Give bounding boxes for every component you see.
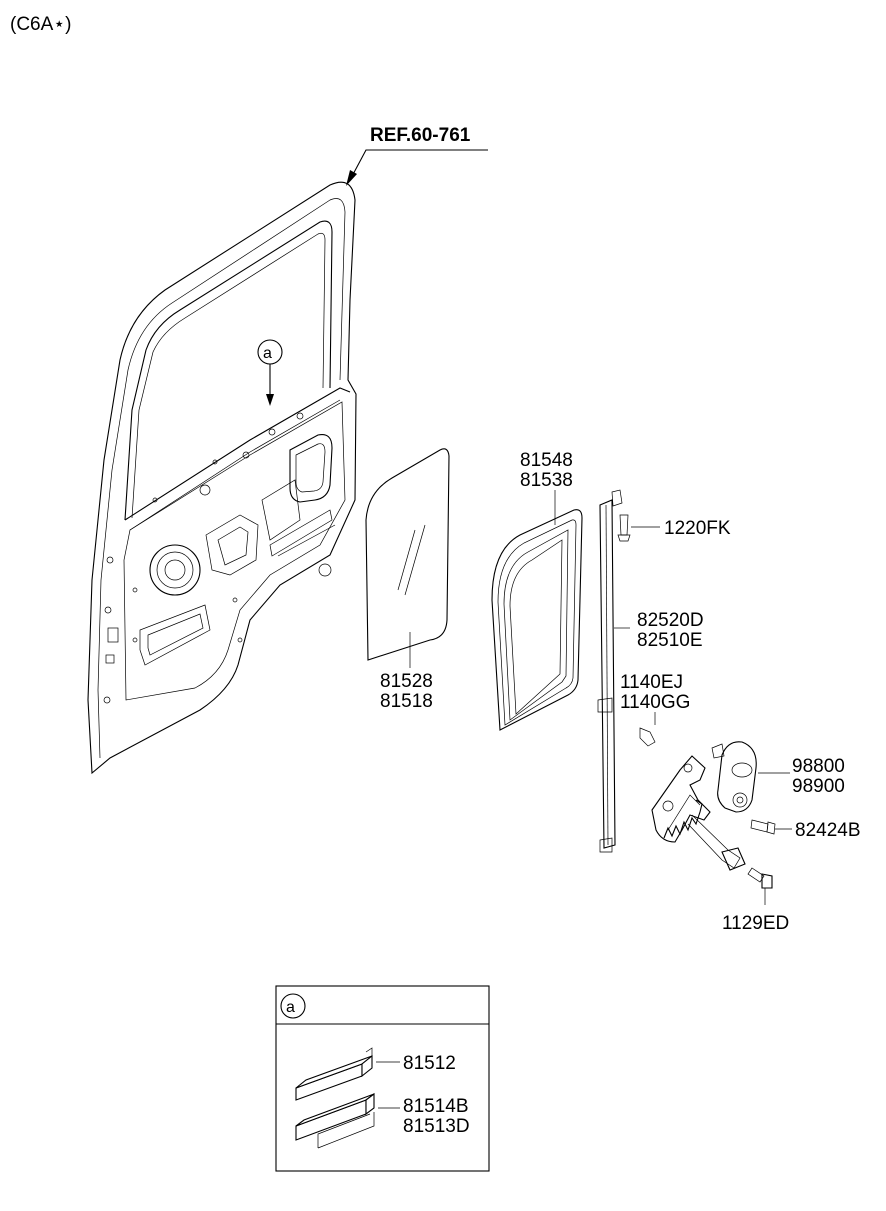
run-channel-label-2: 81538	[520, 470, 573, 491]
run-channel-label-1: 81548	[520, 450, 573, 471]
bolt-rail-label-2: 1140GG	[620, 692, 690, 713]
detail-box: a	[275, 985, 490, 1172]
detail-item-2: 81514B	[403, 1096, 469, 1117]
screw-top	[617, 514, 660, 542]
strip-81514b	[295, 1092, 375, 1149]
guide-rail	[597, 489, 623, 853]
bolt-lower-label: 1129ED	[722, 913, 789, 934]
bolt-regulator-label: 82424B	[795, 820, 861, 841]
ref-callout: REF.60-761	[346, 125, 488, 186]
bolt-rail	[639, 712, 656, 747]
ref-label: REF.60-761	[370, 125, 471, 146]
regulator-label-1: 98800	[792, 756, 845, 777]
regulator-label-2: 98900	[792, 776, 845, 797]
door-glass	[365, 448, 450, 668]
detail-item-3: 81513D	[403, 1116, 470, 1137]
screw-top-label: 1220FK	[664, 518, 731, 539]
bolt-regulator	[750, 819, 792, 835]
glass-label-1: 81528	[380, 671, 433, 692]
door-holes	[103, 412, 332, 704]
detail-item-1: 81512	[403, 1053, 456, 1074]
guide-rail-label-2: 82510E	[637, 630, 703, 651]
door-callout-a: a	[257, 339, 283, 406]
door-callout-symbol: a	[263, 345, 272, 362]
header-code: (C6A⋆)	[10, 14, 72, 35]
window-regulator	[651, 741, 757, 871]
run-channel	[491, 509, 583, 731]
bolt-rail-label-1: 1140EJ	[620, 672, 683, 693]
glass-label-2: 81518	[380, 691, 433, 712]
detail-box-symbol: a	[286, 999, 295, 1016]
bolt-lower	[747, 867, 773, 905]
guide-rail-label-1: 82520D	[637, 610, 704, 631]
strip-81512	[295, 1047, 373, 1101]
door-panel	[87, 181, 357, 775]
